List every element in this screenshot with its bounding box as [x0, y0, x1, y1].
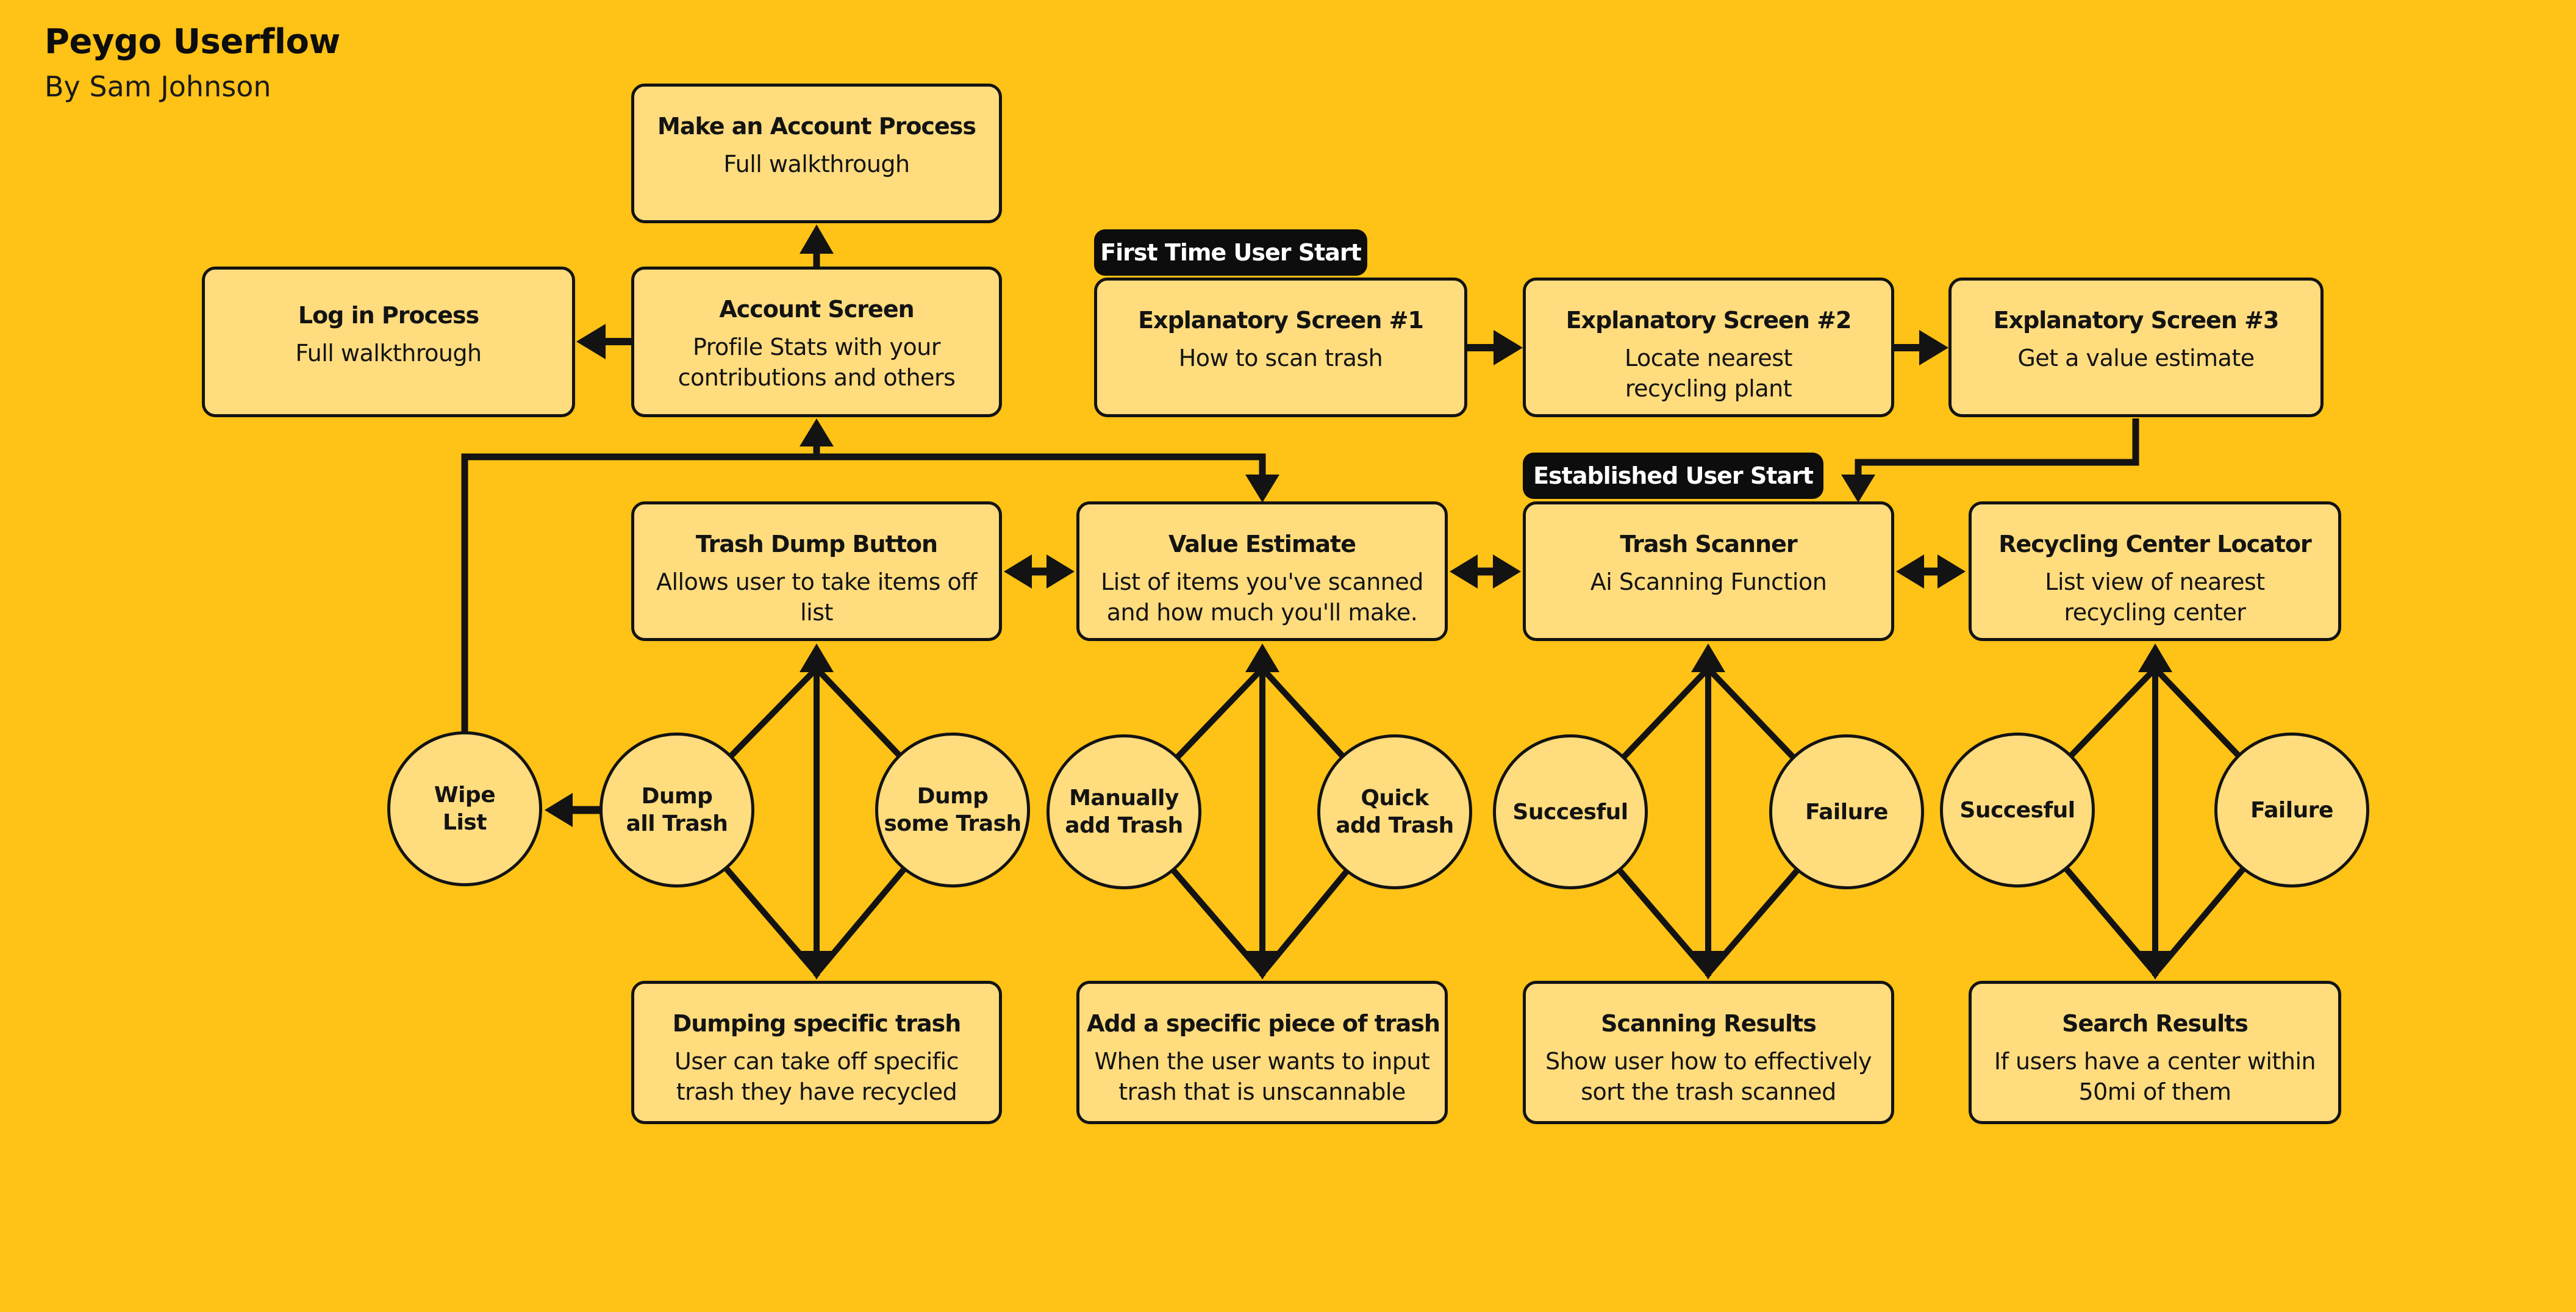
node-add-a-specific-piece-of-trash: Add a specific piece of trash When the u… — [1076, 981, 1448, 1124]
circle-label: Failure — [1805, 799, 1888, 825]
node-scanning-results: Scanning Results Show user how to effect… — [1523, 981, 1894, 1124]
node-title: Add a specific piece of trash — [1087, 1010, 1440, 1037]
badge-first-time-user-start: First Time User Start — [1094, 229, 1367, 276]
node-trash-dump-button: Trash Dump Button Allows user to take it… — [631, 501, 1002, 641]
circle-label: Succesful — [1959, 797, 2075, 823]
badge-established-user-start: Established User Start — [1523, 453, 1823, 499]
node-subtitle: Ai Scanning Function — [1590, 568, 1827, 595]
arrow-account-to-make-account — [800, 224, 834, 267]
node-subtitle: List of items you've scanned and how muc… — [1101, 568, 1423, 626]
node-title: Log in Process — [298, 302, 479, 329]
badge-label: Established User Start — [1533, 462, 1814, 489]
circle-label: Dump some Trash — [884, 784, 1021, 836]
circle-dump-some-trash: Dump some Trash — [875, 733, 1030, 887]
node-title: Search Results — [2062, 1010, 2249, 1037]
node-trash-scanner: Trash Scanner Ai Scanning Function — [1523, 501, 1894, 641]
node-subtitle: Profile Stats with your contributions an… — [678, 333, 956, 391]
circle-label: Manually add Trash — [1065, 786, 1183, 838]
node-title: Recycling Center Locator — [1998, 531, 2312, 557]
circle-manually-add-trash: Manually add Trash — [1046, 734, 1201, 889]
connector-trunk — [461, 418, 1279, 738]
diamond-recycling-locator — [2015, 643, 2294, 980]
node-title: Explanatory Screen #3 — [1993, 307, 2280, 334]
node-recycling-center-locator: Recycling Center Locator List view of ne… — [1969, 501, 2341, 641]
node-account-screen: Account Screen Profile Stats with your c… — [631, 267, 1002, 417]
node-title: Make an Account Process — [657, 113, 976, 140]
node-subtitle: How to scan trash — [1178, 344, 1383, 371]
circle-label: Quick add Trash — [1336, 786, 1454, 838]
node-subtitle: When the user wants to input trash that … — [1094, 1047, 1430, 1105]
badge-label: First Time User Start — [1100, 239, 1362, 266]
node-subtitle: Full walkthrough — [295, 339, 482, 367]
arrow-es2-to-es3 — [1894, 330, 1948, 365]
node-explanatory-screen-3: Explanatory Screen #3 Get a value estima… — [1948, 278, 2324, 417]
circle-label: Wipe List — [434, 783, 496, 835]
circle-locator-failure: Failure — [2214, 733, 2369, 887]
circle-scan-succesful: Succesful — [1493, 734, 1648, 889]
circle-dump-all-trash: Dump all Trash — [599, 733, 754, 887]
node-search-results: Search Results If users have a center wi… — [1969, 981, 2341, 1124]
node-subtitle: Get a value estimate — [2017, 344, 2255, 371]
node-explanatory-screen-2: Explanatory Screen #2 Locate nearest rec… — [1523, 278, 1894, 417]
node-subtitle: Show user how to effectively sort the tr… — [1545, 1047, 1872, 1105]
node-subtitle: User can take off specific trash they ha… — [674, 1047, 959, 1105]
node-title: Explanatory Screen #2 — [1565, 307, 1852, 334]
connector-es3-to-trash-scanner — [1841, 418, 2139, 503]
circle-label: Succesful — [1512, 799, 1628, 825]
node-log-in-process: Log in Process Full walkthrough — [202, 267, 575, 417]
page-title: Peygo Userflow — [45, 22, 340, 62]
node-title: Value Estimate — [1168, 531, 1356, 557]
page-byline: By Sam Johnson — [45, 70, 271, 103]
node-title: Dumping specific trash — [672, 1010, 962, 1037]
node-make-an-account-process: Make an Account Process Full walkthrough — [631, 84, 1002, 223]
circle-locator-succesful: Succesful — [1940, 733, 2095, 887]
arrow-dumpall-to-wipelist — [545, 793, 601, 827]
node-title: Explanatory Screen #1 — [1138, 307, 1424, 334]
node-dumping-specific-trash: Dumping specific trash User can take off… — [631, 981, 1002, 1124]
node-title: Trash Dump Button — [695, 531, 938, 557]
node-subtitle: Locate nearest recycling plant — [1625, 344, 1792, 402]
node-title: Account Screen — [719, 296, 914, 323]
circle-wipe-list: Wipe List — [387, 731, 542, 886]
circle-label: Dump all Trash — [626, 784, 728, 836]
page-header: Peygo Userflow By Sam Johnson — [45, 22, 340, 103]
arrow-account-to-login — [576, 324, 631, 359]
node-subtitle: If users have a center within 50mi of th… — [1994, 1047, 2316, 1105]
node-subtitle: List view of nearest recycling center — [2045, 568, 2265, 626]
circle-scan-failure: Failure — [1769, 734, 1924, 889]
arrow-trashdump-value-estimate — [1004, 554, 1075, 589]
node-value-estimate: Value Estimate List of items you've scan… — [1076, 501, 1448, 641]
arrow-value-estimate-trash-scanner — [1450, 554, 1521, 589]
node-subtitle: Allows user to take items off list — [656, 568, 978, 626]
node-explanatory-screen-1: Explanatory Screen #1 How to scan trash — [1094, 278, 1467, 417]
circle-label: Failure — [2250, 797, 2333, 823]
node-title: Scanning Results — [1601, 1010, 1817, 1037]
node-subtitle: Full walkthrough — [723, 150, 910, 177]
arrow-trash-scanner-recycling-locator — [1896, 554, 1966, 589]
arrow-es1-to-es2 — [1467, 330, 1523, 365]
circle-quick-add-trash: Quick add Trash — [1317, 734, 1472, 889]
node-title: Trash Scanner — [1620, 531, 1797, 557]
